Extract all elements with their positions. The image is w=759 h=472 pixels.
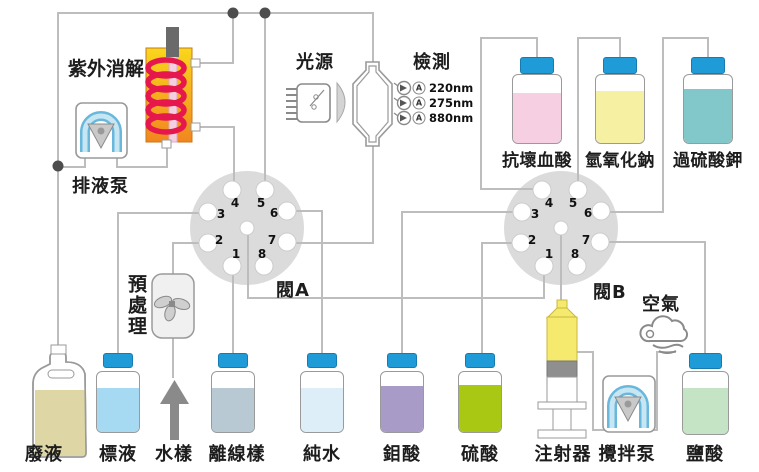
liquid [381,386,423,432]
liquid [212,388,254,432]
bottle-label: 離線樣 [208,444,266,465]
valve-a-ports [198,180,297,276]
lens-icon [336,81,346,124]
wavelength-275: 275nm [429,96,474,110]
bottle-label: 硫酸 [461,444,499,465]
bottle-label: 鹽酸 [686,444,724,465]
light-source-label: 光源 [296,52,334,73]
wavelength-220: 220nm [429,81,474,95]
liquid [301,388,343,432]
bottle-label: 純水 [303,444,341,465]
sample-arrow-icon [160,380,189,440]
valve-a-port-5: 5 [256,196,266,210]
valve-a-port-4: 4 [230,196,240,210]
sample-label: 水樣 [155,444,193,465]
valve-a-port-1: 1 [231,247,241,261]
bottle-label: 過硫酸鉀 [673,151,743,171]
ammeter-icon-275: A [412,96,426,110]
ammeter-icon-220: A [412,81,426,95]
valve-b-port-4: 4 [544,196,554,210]
liquid [459,385,501,432]
valve-a-label: 閥A [276,280,310,301]
liquid [596,91,644,143]
detection-label: 檢測 [413,52,451,73]
valve-b-port-8: 8 [570,247,580,261]
valve-b-port-1: 1 [544,247,554,261]
waste-can-icon [32,344,87,458]
detector-icons [393,80,412,126]
air-cloud-icon [639,315,689,354]
stir-pump-label: 攪拌泵 [598,444,656,465]
pretreatment-box-icon [151,273,195,339]
valve-a-port-6: 6 [269,206,279,220]
air-label: 空氣 [642,294,680,315]
valve-b-port-2: 2 [527,233,537,247]
uv-digester-icon [145,27,201,149]
drain-pump-label: 排液泵 [72,176,129,197]
valve-b-ports [511,180,611,276]
valve-a-port-8: 8 [257,247,267,261]
uv-digester-label: 紫外消解 [68,58,145,80]
bottle-label: 抗壞血酸 [502,151,572,171]
bottle-label: 鉬酸 [383,444,421,465]
syringe-icon [537,299,587,439]
lamp-icon [286,83,331,123]
valve-a-port-2: 2 [214,233,224,247]
valve-b-port-7: 7 [581,233,591,247]
valve-b-label: 閥B [593,282,627,303]
liquid [683,388,728,434]
bottle-label: 氫氧化鈉 [585,151,655,171]
stir-pump-icon [602,375,656,433]
liquid [513,93,561,143]
valve-b-port-5: 5 [568,196,578,210]
syringe-label: 注射器 [534,444,592,465]
valve-b-port-3: 3 [530,207,540,221]
liquid [97,388,139,432]
ammeter-icon-880: A [412,111,426,125]
valve-a-port-7: 7 [267,233,277,247]
drain-pump-icon [75,102,128,159]
junction-dots [52,7,271,172]
waste-label: 廢液 [25,444,63,465]
bottle-label: 標液 [99,444,137,465]
valve-b-port-6: 6 [583,206,593,220]
valve-a-port-3: 3 [216,207,226,221]
pretreatment-label: 預處理 [125,274,147,337]
flow-cell-icon [352,61,393,147]
wavelength-880: 880nm [429,111,474,125]
liquid [684,89,732,143]
